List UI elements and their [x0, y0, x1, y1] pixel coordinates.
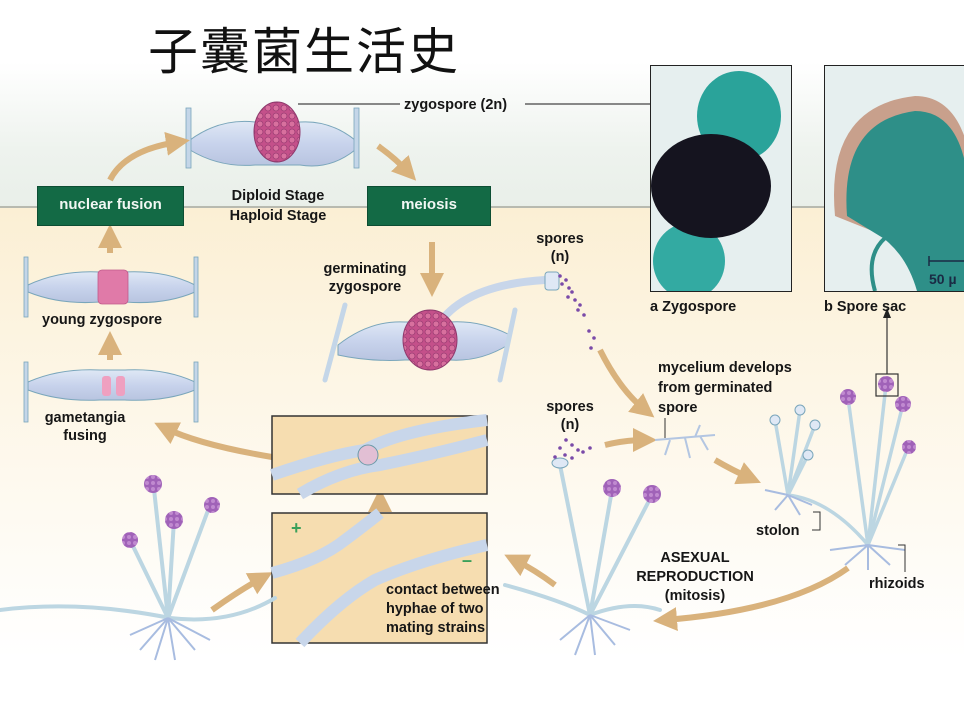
hyphae-fusion-panel [270, 414, 489, 500]
mycelium-label-line1: mycelium develops [658, 360, 792, 376]
spores-top-label-line2: (n) [550, 249, 570, 265]
arrow-to-zygospore [107, 131, 190, 182]
arrow-spores-to-mycelium [597, 348, 655, 418]
scale-bar-label: 50 µ [929, 271, 957, 287]
dispersing-spores-middle [553, 438, 592, 460]
page-title: 子囊菌生活史 [148, 23, 460, 81]
young-zygospore-drawing [23, 256, 199, 318]
young-mycelium-drawing [654, 424, 716, 459]
rhizoids-label: rhizoids [869, 576, 925, 592]
germinating-zygospore-label-line1: germinating [323, 261, 407, 277]
sporangiophores-middle [503, 463, 662, 617]
sporangiophores-right [773, 383, 910, 547]
dispersing-spores-top [558, 274, 596, 350]
arrow-to-mating [504, 554, 557, 588]
sporangiophores-left [0, 478, 277, 622]
plus-strain-sign: + [291, 518, 302, 538]
hyphae-contact-panel [270, 508, 489, 648]
nuclear-fusion-box: nuclear fusion [37, 186, 184, 226]
arrow-to-contact [210, 572, 273, 613]
spore-sac-photo [824, 65, 964, 292]
stolon-label: stolon [756, 523, 800, 539]
germinating-zygospore-drawing [322, 271, 560, 383]
asexual-label-line3: (mitosis) [664, 588, 726, 604]
gametangia-label-line2: fusing [63, 428, 107, 444]
rhizoids-right [764, 489, 906, 570]
meiosis-box: meiosis [367, 186, 491, 226]
arrow-asexual-cycle [653, 565, 850, 632]
asexual-label-line1: ASEXUAL [660, 550, 730, 566]
rhizoids-leader [898, 544, 906, 572]
sporangia-middle [551, 457, 661, 503]
contact-label-line1: contact between [386, 582, 500, 598]
stolon-leader [812, 511, 821, 531]
spores-top-label-line1: spores [536, 231, 584, 247]
contact-label-line3: mating strains [386, 620, 486, 636]
diploid-stage-background [0, 62, 964, 208]
arrow-mid-spores-to-mycelium [604, 428, 657, 453]
rhizoids-middle [559, 614, 631, 656]
mycelium-label-line3: spore [658, 400, 698, 416]
contact-label-line2: hyphae of two [386, 601, 484, 617]
spores-mid-label-line2: (n) [560, 417, 580, 433]
arrow-mycelium-to-sporangia [713, 457, 761, 485]
sporangia-right [769, 376, 916, 461]
zygospore-photo-caption: a Zygospore [650, 299, 737, 315]
arrow-to-gametangia [154, 422, 273, 460]
sporangia-left [122, 475, 220, 548]
diploid-stage-label: Diploid Stage [231, 188, 325, 204]
mycelium-label-line2: from germinated [658, 380, 773, 396]
gametangia-label-line1: gametangia [44, 410, 126, 426]
young-zygospore-label: young zygospore [42, 312, 163, 328]
spore-sac-photo-caption: b Spore sac [824, 299, 907, 315]
arrow-to-meiosis [376, 143, 417, 181]
zygospore-2n-label: zygospore (2n) [404, 97, 508, 113]
zygospore-photo [650, 65, 792, 292]
spores-mid-label-line1: spores [546, 399, 594, 415]
rhizoids-left [129, 617, 211, 661]
mature-zygospore-drawing [185, 101, 360, 169]
germinating-zygospore-label-line2: zygospore [328, 279, 402, 295]
asexual-label-line2: REPRODUCTION [636, 569, 754, 585]
haploid-stage-label: Haploid Stage [229, 208, 327, 224]
gametangia-fusing-drawing [23, 361, 199, 423]
minus-strain-sign: – [462, 550, 472, 570]
